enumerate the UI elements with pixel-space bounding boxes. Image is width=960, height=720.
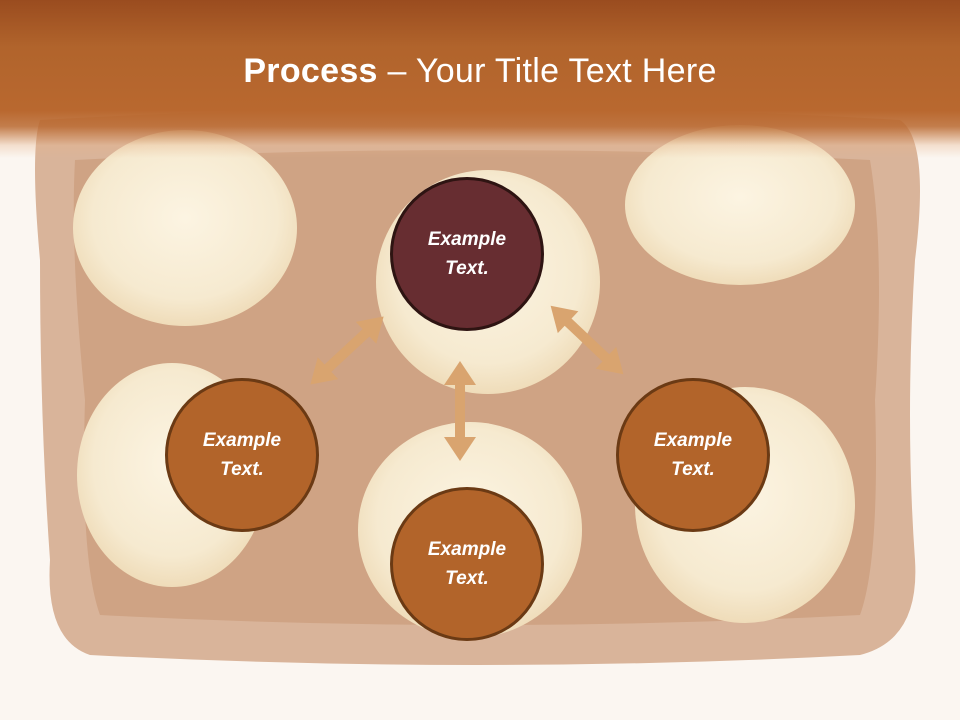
arrow-top-left — [310, 316, 384, 385]
node-right: Example Text. — [616, 378, 770, 532]
node-top-line2: Text. — [445, 258, 489, 279]
arrow-vertical — [444, 361, 476, 461]
banana-slice — [73, 130, 297, 326]
slide-title: Process – Your Title Text Here — [0, 52, 960, 91]
arrow-top-right — [550, 305, 624, 375]
node-bottom-line1: Example — [427, 539, 507, 560]
node-left-line1: Example — [202, 430, 282, 451]
banana-slice — [625, 125, 855, 285]
node-right-line1: Example — [653, 430, 733, 451]
title-bar — [0, 0, 960, 158]
node-left-line2: Text. — [220, 459, 264, 480]
node-bottom-line2: Text. — [445, 568, 489, 589]
node-right-line2: Text. — [671, 459, 715, 480]
node-bottom: Example Text. — [390, 487, 544, 641]
node-top-line1: Example — [427, 229, 507, 250]
title-bold: Process — [243, 52, 378, 90]
node-top: Example Text. — [390, 177, 544, 331]
node-left: Example Text. — [165, 378, 319, 532]
title-rest: – Your Title Text Here — [377, 52, 717, 90]
